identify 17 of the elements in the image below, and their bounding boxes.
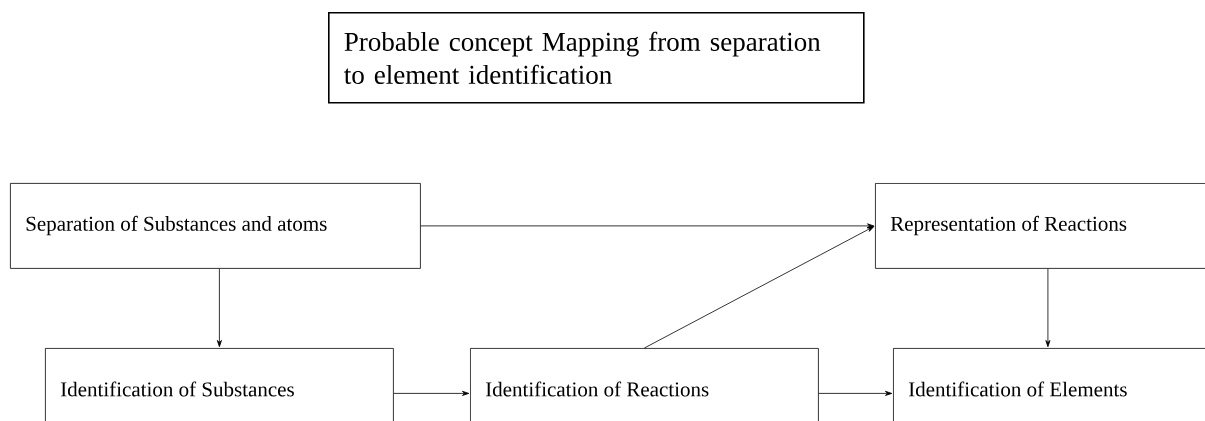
concept-box	[45, 348, 394, 421]
title-box: Probable concept Mapping from separation to element identification	[328, 12, 865, 104]
arrow	[818, 390, 893, 396]
arrow	[393, 390, 470, 396]
box-label: Identification of Reactions	[485, 381, 709, 397]
concept-box	[893, 348, 1205, 421]
arrow	[420, 223, 875, 229]
box-label: Representation of Reactions	[890, 215, 1127, 236]
box-label: Identification of Substances	[60, 381, 294, 397]
arrow	[1045, 268, 1051, 348]
box-label: Separation of Substances and atoms	[26, 215, 327, 236]
concept-box	[10, 183, 421, 269]
box-label: Identification of Elements	[908, 381, 1127, 397]
concept-box	[875, 183, 1205, 269]
concept-box	[470, 348, 819, 421]
arrow	[216, 268, 222, 348]
arrow	[644, 226, 875, 349]
